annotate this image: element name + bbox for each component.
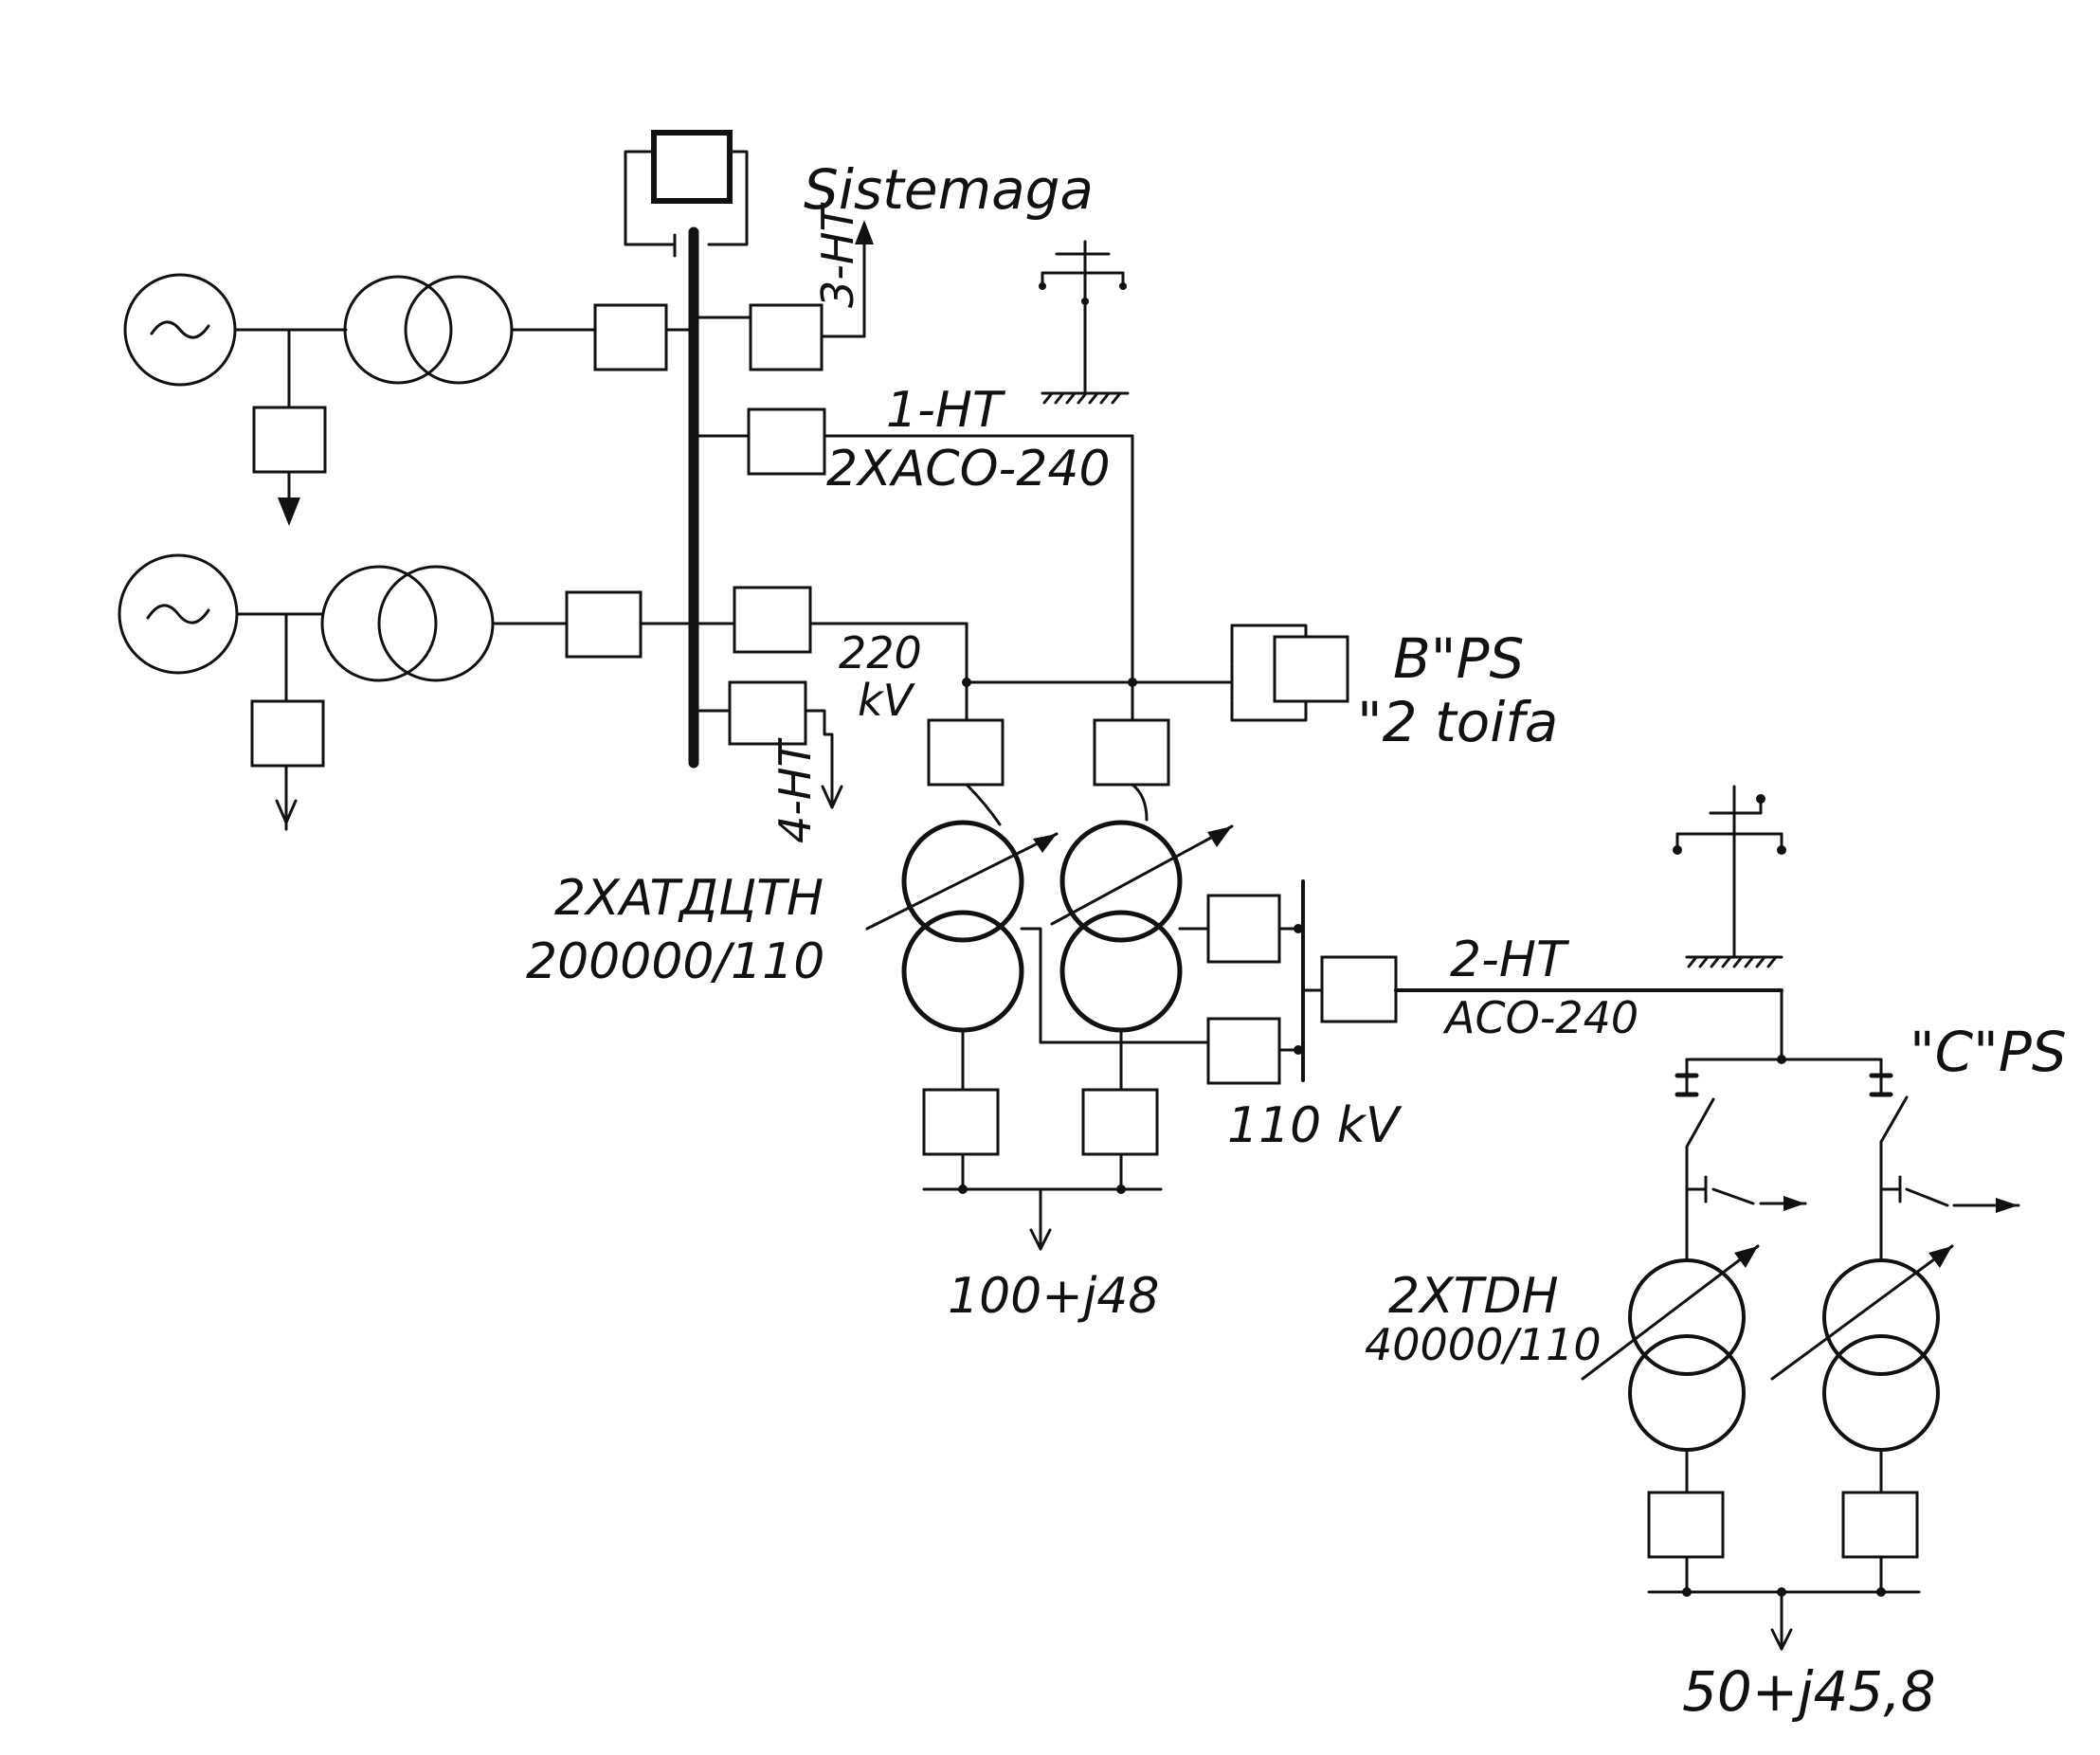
load-arrow-icon — [278, 498, 300, 526]
generator-1 — [123, 273, 696, 526]
line-3-ht — [692, 220, 874, 371]
bus-top-device — [624, 130, 749, 258]
regulating-transformer-icon — [1822, 1258, 1940, 1452]
power-line-tower-icon — [1673, 785, 1786, 959]
c-ps-branch-1 — [1581, 1058, 1807, 1594]
label-sistemaga: Sistemaga — [804, 157, 1094, 222]
label-line-4: 4-HT — [769, 737, 821, 843]
label-ps-b-category: "2 toifa — [1357, 690, 1558, 754]
label-load-1: 100+j48 — [948, 1268, 1159, 1325]
disconnector-icon — [1685, 1097, 1715, 1149]
autotransformer-2 — [1050, 680, 1234, 1191]
c-ps-branch-2 — [1770, 1058, 2020, 1594]
label-tdh-rating: 40000/110 — [1365, 1319, 1602, 1370]
line-2-ht — [1320, 785, 1786, 1061]
label-line-1: 1-HT — [886, 382, 1006, 439]
power-line-tower-icon — [1039, 240, 1127, 395]
label-ps-b: B"PS — [1393, 626, 1524, 691]
feeder-to-b-ps — [692, 586, 969, 684]
b-ps-device — [1230, 624, 1349, 722]
label-ps-c: "C"PS — [1910, 1020, 2067, 1084]
label-line-2: 2-HT — [1450, 932, 1570, 988]
label-autotransformer: 2XATДЦTH — [554, 870, 824, 927]
autotransformer-1 — [865, 680, 1059, 1191]
breaker-box-icon — [593, 303, 668, 371]
two-winding-transformer-icon — [343, 275, 514, 385]
load-bus-1 — [922, 1185, 1163, 1251]
generator-2 — [118, 553, 696, 831]
autotransformer-icon — [901, 820, 1024, 1033]
ground-icon — [1685, 955, 1783, 968]
label-line-1-wire: 2XACO-240 — [826, 441, 1111, 498]
line-1-ht — [692, 240, 1134, 684]
regulating-transformer-icon — [1628, 1258, 1746, 1452]
load-bus-2 — [1647, 1587, 1921, 1651]
autotransformer-icon — [1059, 820, 1183, 1033]
label-bus-110: 110 kV — [1227, 1097, 1403, 1154]
disconnector-icon — [1879, 1095, 1909, 1144]
load-arrow-icon — [855, 220, 874, 244]
label-line-2-wire: ACO-240 — [1442, 992, 1638, 1043]
label-bus-220-unit: kV — [858, 675, 916, 726]
two-winding-transformer-icon — [320, 565, 495, 682]
label-line-3: 3-HT — [812, 202, 863, 308]
line-4-ht — [692, 680, 843, 809]
label-bus-220-value: 220 — [839, 627, 922, 678]
label-tdh: 2XTDH — [1388, 1268, 1559, 1325]
ground-icon — [1041, 391, 1130, 405]
label-autotransformer-rating: 200000/110 — [526, 933, 824, 990]
label-load-2: 50+j45,8 — [1682, 1659, 1936, 1724]
